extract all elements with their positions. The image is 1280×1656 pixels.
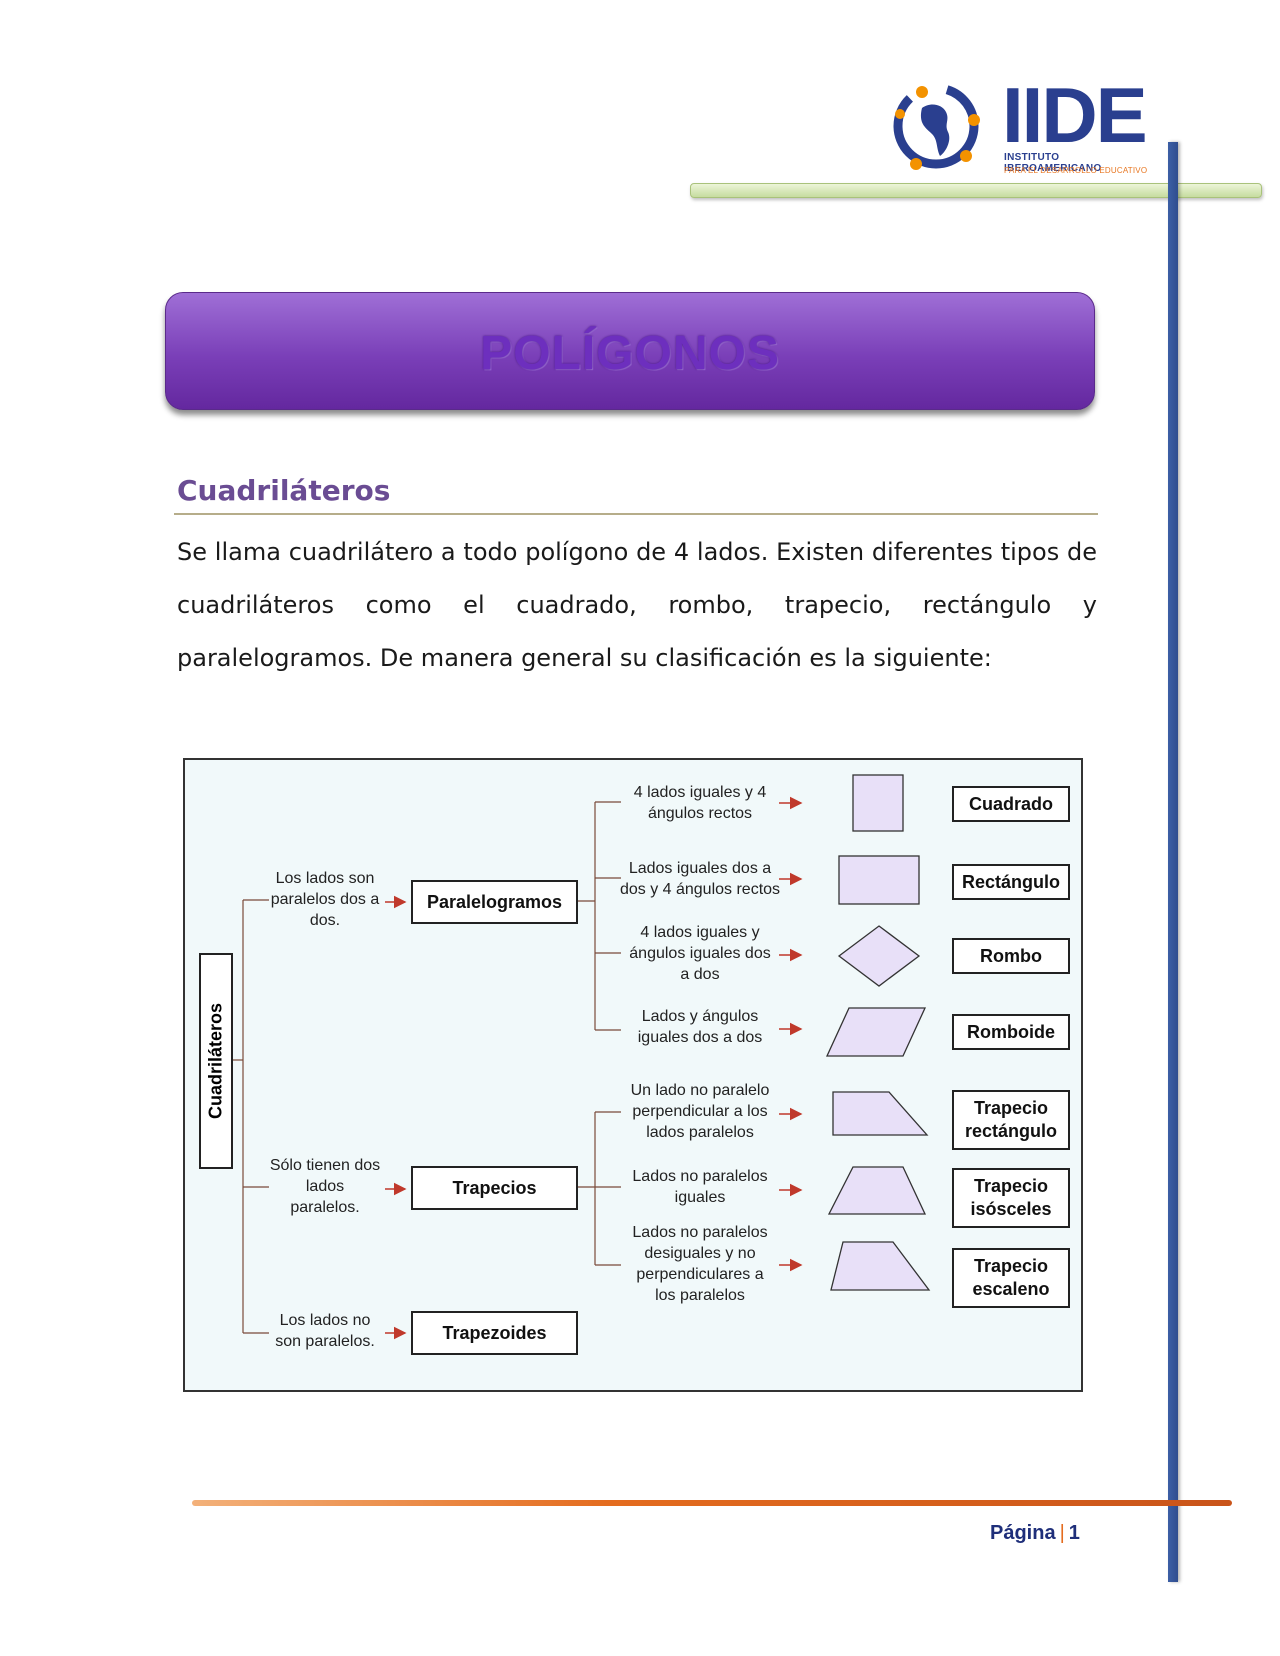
group-condition: Los lados son paralelos dos a dos. [270,870,380,929]
type-description: Lados no paralelos iguales [632,1168,768,1206]
square-shape [852,774,904,832]
group-node-paralelogramos: Paralelogramos [411,880,578,924]
type-description: Lados y ángulos iguales dos a dos [637,1008,763,1046]
group-condition: Sólo tienen dos lados paralelos. [269,1157,381,1216]
type-description: Un lado no paralelo perpendicular a los … [630,1082,770,1141]
group-node-trapecios: Trapecios [411,1166,578,1210]
intro-paragraph: Se llama cuadrilátero a todo polígono de… [177,538,1097,672]
type-node-romboide: Romboide [952,1014,1070,1050]
type-node-cuadrado: Cuadrado [952,786,1070,822]
type-node-trapecio-isosceles: Trapecio isósceles [952,1168,1070,1228]
logo-subtitle-2: PARA EL DESARROLLO EDUCATIVO [1004,166,1148,175]
type-description: Lados iguales dos a dos y 4 ángulos rect… [619,860,781,898]
type-node-rombo: Rombo [952,938,1070,974]
header-green-bar [690,183,1262,198]
group-node-trapezoides: Trapezoides [411,1311,578,1355]
type-node-rectangulo: Rectángulo [952,864,1070,900]
globe-logo-icon [893,83,980,170]
logo-wordmark: IIDE [1002,71,1148,159]
type-description: 4 lados iguales y 4 ángulos rectos [633,784,767,822]
logo-subtitle: INSTITUTO IBEROAMERICANO [1004,152,1102,174]
footer-orange-bar [192,1500,1232,1506]
diagram-lines [233,774,931,1340]
page-footer: Página|1 [990,1522,1080,1545]
page-label: Página [990,1522,1056,1544]
group-condition: Los lados no son paralelos. [275,1312,375,1350]
type-node-trapecio-escaleno: Trapecio escaleno [952,1248,1070,1308]
type-description: 4 lados iguales y ángulos iguales dos a … [629,924,771,983]
page-number: 1 [1068,1522,1080,1544]
page-title: POLÍGONOS [480,327,780,380]
title-banner: POLÍGONOS [165,292,1095,410]
rhomboid-shape [825,1007,927,1057]
type-description: Lados no paralelos desiguales y no perpe… [632,1224,768,1304]
classification-diagram: Cuadriláteros Los lados son paralelos do… [183,758,1083,1392]
right-trapezoid-shape [832,1091,929,1136]
isosceles-trapezoid-shape [827,1166,927,1215]
rhombus-shape [837,925,921,987]
section-divider [174,513,1098,515]
side-blue-bar [1168,142,1178,1582]
scalene-trapezoid-shape [830,1241,931,1291]
iide-logo: IIDE INSTITUTO IBEROAMERICANO PARA EL DE… [890,76,1150,186]
section-heading: Cuadriláteros [177,474,391,507]
type-node-trapecio-rectangulo: Trapecio rectángulo [952,1090,1070,1150]
footer-separator: | [1059,1522,1065,1544]
rectangle-shape [838,855,920,905]
root-node: Cuadriláteros [199,953,233,1169]
